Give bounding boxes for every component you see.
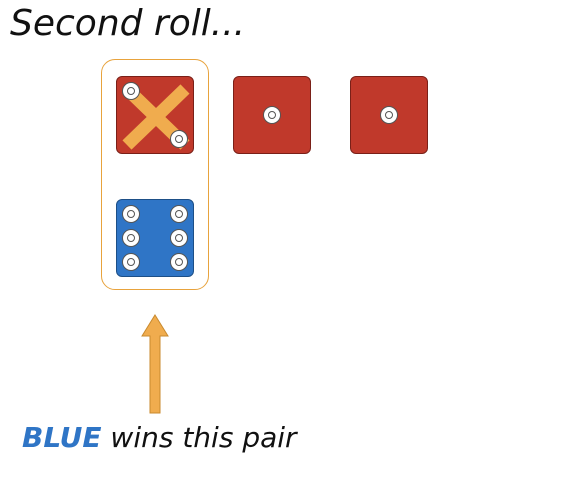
pip (170, 253, 188, 271)
pip (122, 82, 140, 100)
pip (122, 205, 140, 223)
caption-text: wins this pair (101, 421, 297, 454)
up-arrow-icon (141, 314, 169, 414)
red-die-2 (233, 76, 311, 154)
pip (170, 229, 188, 247)
slide-title: Second roll... (10, 3, 246, 44)
pip (170, 205, 188, 223)
blue-die-1 (116, 199, 194, 277)
winner-label: BLUE (22, 421, 102, 454)
winning-pair-highlight (101, 59, 209, 290)
pip (170, 130, 188, 148)
red-die-3 (350, 76, 428, 154)
pip (380, 106, 398, 124)
pip (122, 229, 140, 247)
pip (263, 106, 281, 124)
result-caption: BLUE wins this pair (22, 420, 297, 456)
red-die-1 (116, 76, 194, 154)
pip (122, 253, 140, 271)
